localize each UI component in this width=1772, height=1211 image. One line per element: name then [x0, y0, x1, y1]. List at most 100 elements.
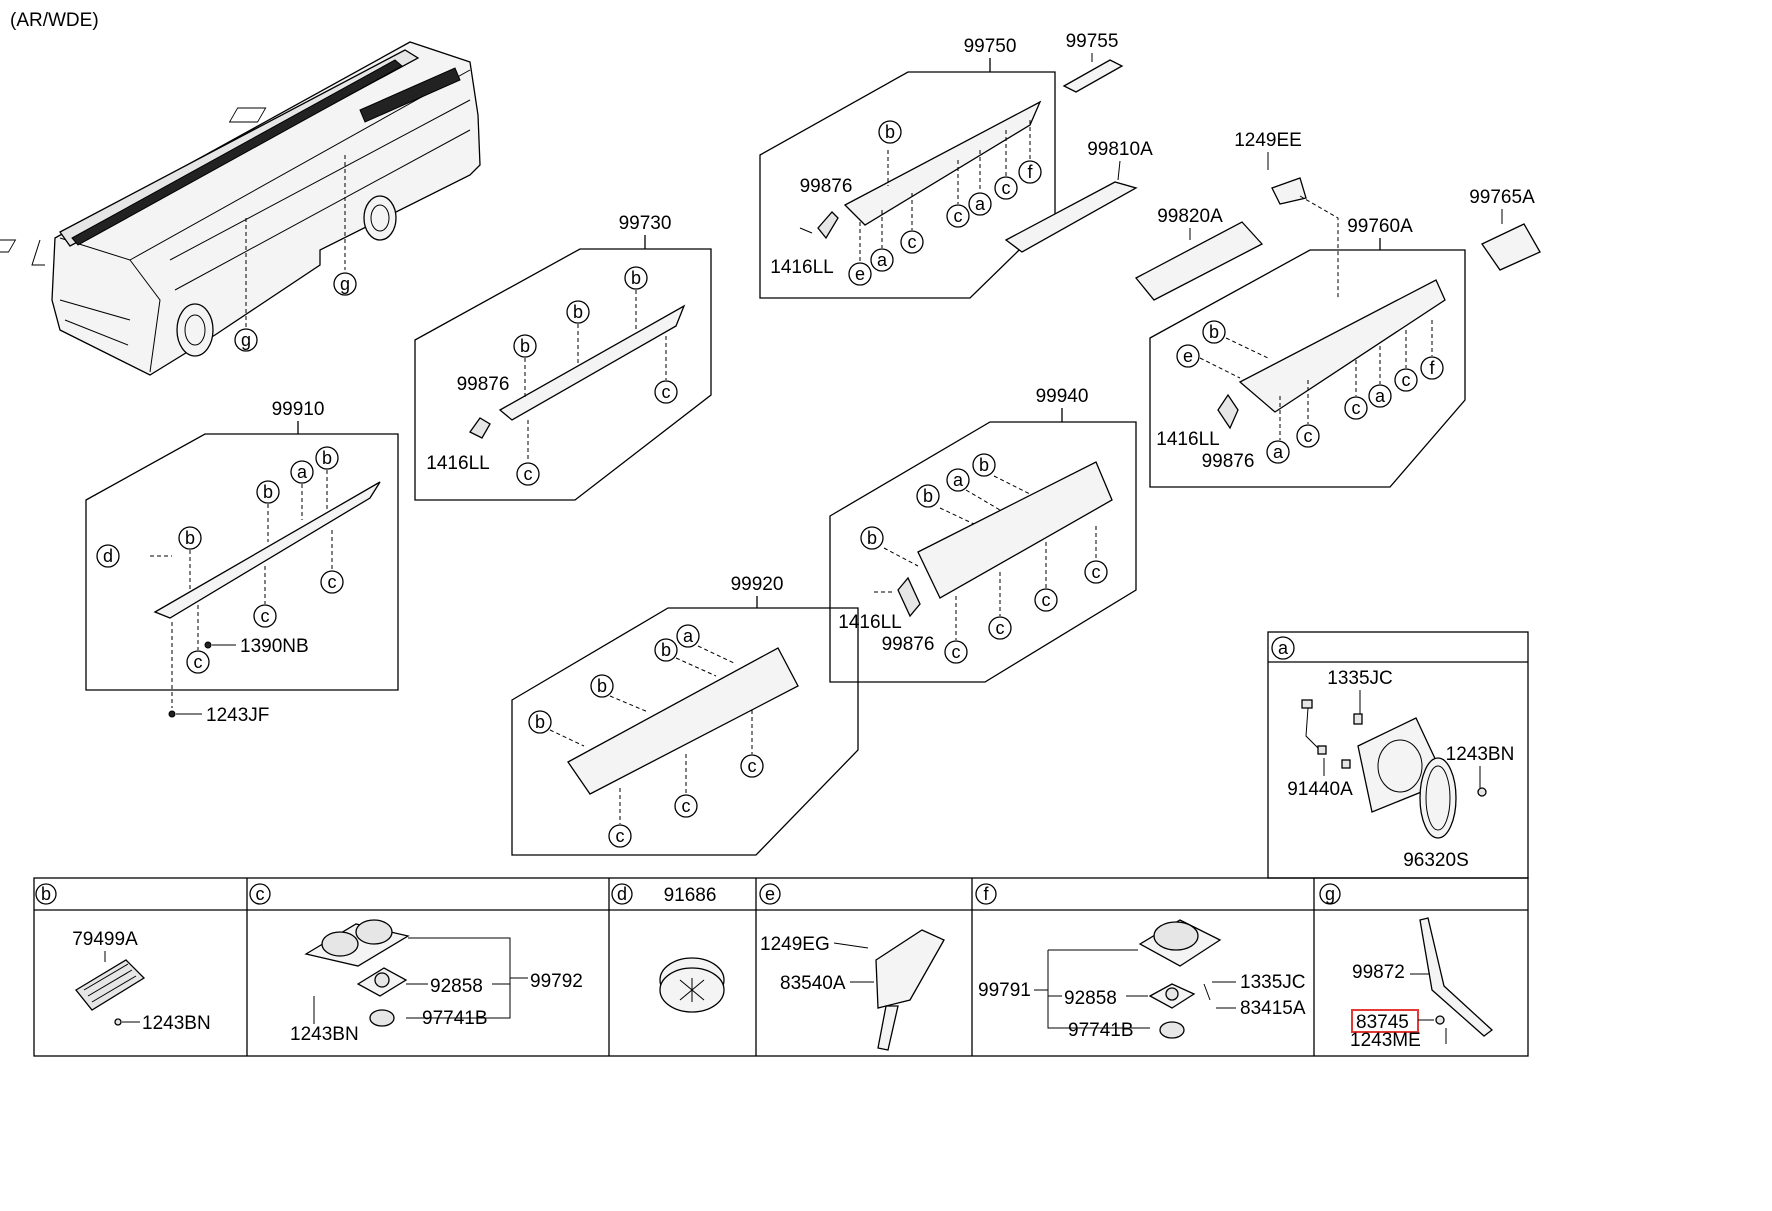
- assembly-title: 99755: [1066, 31, 1119, 52]
- svg-text:b: b: [520, 336, 530, 356]
- callout-b: b: [178, 526, 202, 550]
- callout-e: e: [1176, 344, 1200, 368]
- part-1243BN: 1243BN: [142, 1013, 211, 1034]
- part-99792: 99792: [530, 971, 583, 992]
- svg-text:a: a: [297, 462, 308, 482]
- detail-panel-g: g 99872 83745 1243ME: [1319, 883, 1494, 1051]
- callout-c: c: [1394, 368, 1418, 392]
- svg-text:b: b: [185, 528, 195, 548]
- callout-a: a: [946, 468, 970, 492]
- callout-b: b: [624, 266, 648, 290]
- callout-c: c: [944, 640, 968, 664]
- callout-a: a: [676, 624, 700, 648]
- assembly-99920: 99920 a b b b c c c: [511, 574, 859, 856]
- svg-text:b: b: [979, 455, 989, 475]
- part-1335JC: 1335JC: [1240, 972, 1306, 993]
- part-1243BN: 1243BN: [1446, 744, 1515, 765]
- part-1416LL: 1416LL: [838, 612, 901, 633]
- svg-text:c: c: [952, 642, 961, 662]
- svg-text:b: b: [631, 268, 641, 288]
- assembly-99730: 99730 99876 1416LL b b b c c: [414, 213, 712, 501]
- callout-b: b: [315, 446, 339, 470]
- part-1243JF: 1243JF: [206, 705, 269, 726]
- svg-text:c: c: [1304, 426, 1313, 446]
- svg-text:e: e: [1183, 346, 1193, 366]
- svg-text:c: c: [1092, 562, 1101, 582]
- svg-text:c: c: [1402, 370, 1411, 390]
- svg-text:b: b: [885, 122, 895, 142]
- callout-c: c: [1344, 396, 1368, 420]
- callout-c: c: [740, 754, 764, 778]
- part-99791: 99791: [978, 980, 1031, 1001]
- svg-text:c: c: [748, 756, 757, 776]
- part-1416LL: 1416LL: [770, 257, 833, 278]
- callout-a: a: [290, 460, 314, 484]
- assembly-title: 99920: [731, 574, 784, 595]
- assembly-title: 1249EE: [1234, 130, 1302, 151]
- assembly-title: 99940: [1036, 386, 1089, 407]
- svg-text:c: c: [1002, 178, 1011, 198]
- callout-b: b: [528, 710, 552, 734]
- part-1243ME: 1243ME: [1350, 1030, 1421, 1051]
- callout-b: b: [566, 300, 590, 324]
- callout-b: b: [1202, 320, 1226, 344]
- callout-b: b: [590, 674, 614, 698]
- part-1249EG: 1249EG: [760, 934, 830, 955]
- part-83415A: 83415A: [1240, 998, 1306, 1019]
- part-1335JC: 1335JC: [1327, 668, 1393, 689]
- assembly-1249EE: 1249EE: [1234, 130, 1339, 298]
- svg-text:a: a: [975, 194, 986, 214]
- callout-c: c: [946, 204, 970, 228]
- svg-text:a: a: [1375, 386, 1386, 406]
- part-97741B: 97741B: [1068, 1020, 1134, 1041]
- callout-c: c: [1084, 560, 1108, 584]
- svg-text:c: c: [261, 606, 270, 626]
- detail-panel-c: c 92858 99792 97741B 1243BN: [249, 883, 583, 1045]
- svg-text:f: f: [1027, 162, 1033, 182]
- model-code-label: (AR/WDE): [10, 10, 99, 31]
- svg-text:b: b: [322, 448, 332, 468]
- panel-letter: g: [1325, 884, 1335, 904]
- detail-panel-f: f 99791 92858 97741B 1335JC 83415A: [975, 883, 1306, 1041]
- part-96320S: 96320S: [1403, 850, 1469, 871]
- svg-text:c: c: [328, 572, 337, 592]
- detail-panel-d: d 91686: [611, 883, 725, 1013]
- svg-text:a: a: [953, 470, 964, 490]
- panel-letter: d: [617, 884, 627, 904]
- part-1416LL: 1416LL: [1156, 429, 1219, 450]
- assembly-title: 99910: [272, 399, 325, 420]
- callout-a: a: [1266, 440, 1290, 464]
- callout-c: c: [900, 230, 924, 254]
- assembly-title: 99730: [619, 213, 672, 234]
- panel-letter: e: [765, 884, 775, 904]
- callout-c: c: [988, 616, 1012, 640]
- callout-b: b: [860, 526, 884, 550]
- callout-b: b: [972, 453, 996, 477]
- highlight-box: [1351, 1009, 1419, 1033]
- callout-a: a: [870, 248, 894, 272]
- part-83540A: 83540A: [780, 973, 846, 994]
- svg-text:b: b: [573, 302, 583, 322]
- detail-panel-b: b 79499A 1243BN: [35, 883, 211, 1034]
- svg-text:c: c: [194, 652, 203, 672]
- bus-callout-g-1: g: [234, 328, 258, 352]
- svg-text:b: b: [1209, 322, 1219, 342]
- assembly-99760A: 99760A 1416LL 99876 b e c a c f a c: [1149, 216, 1466, 488]
- svg-text:b: b: [263, 482, 273, 502]
- callout-c: c: [320, 570, 344, 594]
- svg-text:a: a: [683, 626, 694, 646]
- detail-row: [33, 877, 1529, 1057]
- assembly-title: 99820A: [1157, 206, 1223, 227]
- callout-c: c: [186, 650, 210, 674]
- assembly-title: 99765A: [1469, 187, 1535, 208]
- part-83745: 83745: [1356, 1012, 1409, 1033]
- svg-text:c: c: [908, 232, 917, 252]
- callout-c: c: [253, 604, 277, 628]
- bus-illustration: [0, 41, 481, 376]
- assembly-title: 99750: [964, 36, 1017, 57]
- svg-text:c: c: [1352, 398, 1361, 418]
- part-99876: 99876: [800, 176, 853, 197]
- part-99876: 99876: [1202, 451, 1255, 472]
- part-99876: 99876: [882, 634, 935, 655]
- callout-a: a: [1368, 384, 1392, 408]
